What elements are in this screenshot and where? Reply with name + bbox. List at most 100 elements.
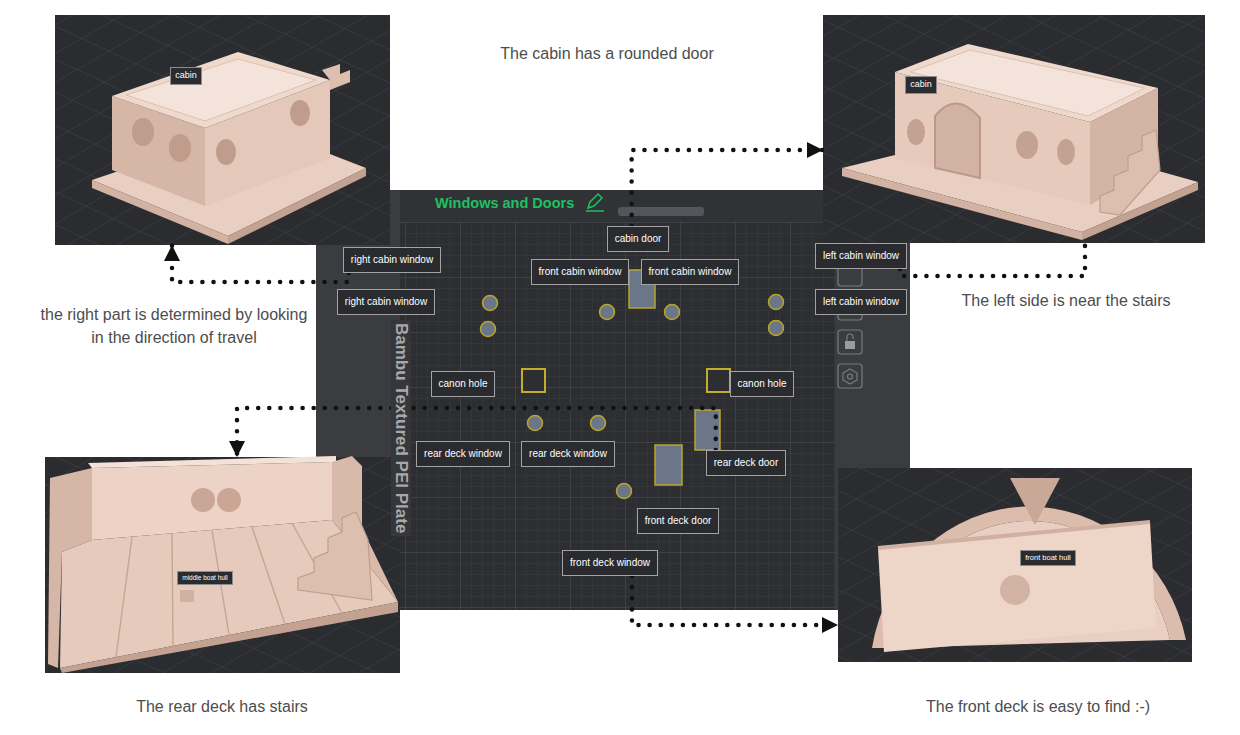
- plate-objects: [655, 445, 682, 485]
- toolbar-icons: [845, 341, 855, 349]
- middle-hull-render: [298, 512, 372, 600]
- dotted-arrow: [900, 243, 1085, 276]
- object-tag: cabin: [170, 67, 202, 84]
- plate-objects: [665, 305, 680, 320]
- part-label: canon hole: [431, 371, 496, 397]
- edit-pencil-icon: [586, 194, 604, 211]
- plate-objects: [769, 321, 784, 336]
- object-tag: front boat hull: [1020, 550, 1075, 565]
- part-label-text: right cabin window: [351, 253, 433, 267]
- part-label: rear deck door: [706, 450, 786, 476]
- cabin-render-front-view: [823, 15, 1205, 243]
- slicer-screenshot: [400, 222, 835, 610]
- middle-hull-render: [116, 537, 132, 657]
- edit-pencil-icon: [586, 194, 604, 211]
- plate-objects: [617, 484, 632, 499]
- toolbar-icons: [843, 369, 857, 384]
- dotted-arrow: [632, 576, 838, 625]
- cabin-render-right-view: [132, 118, 154, 146]
- slicer-screenshot: [316, 190, 910, 610]
- plate-objects: [483, 296, 498, 311]
- cabin-render-right-view: [126, 59, 316, 121]
- caption-note: The rear deck has stairs: [136, 695, 308, 718]
- toolbar-icons: [838, 330, 862, 354]
- front-hull-render: [878, 522, 1156, 652]
- object-tag: cabin: [905, 76, 937, 93]
- cabin-render-right-view: [169, 134, 191, 162]
- plate-objects: [522, 369, 545, 392]
- part-label-text: right cabin window: [345, 295, 427, 309]
- cabin-render-front-view: [1057, 139, 1075, 165]
- cabin-render-right-view: [322, 64, 350, 90]
- plate-screenshot: Windows and DoorsBambu Textured PEI Plat…: [316, 190, 910, 610]
- caption-note: The cabin has a rounded door: [500, 42, 713, 65]
- render-panel: cabin: [55, 15, 390, 245]
- part-label: rear deck window: [521, 441, 615, 467]
- render-panel: middle boat hull: [45, 457, 400, 673]
- connector-group: [172, 150, 1085, 625]
- front-hull-render: [838, 468, 1192, 662]
- cabin-render-front-view: [823, 15, 1205, 243]
- caption-note: The front deck is easy to find :-): [926, 695, 1150, 718]
- part-label: left cabin window: [815, 289, 907, 315]
- cabin-render-front-view: [907, 119, 1075, 165]
- middle-hull-render: [60, 602, 398, 673]
- toolbar-icons: [848, 374, 853, 379]
- cabin-render-right-view: [55, 15, 390, 245]
- dotted-arrow: [632, 150, 823, 226]
- front-hull-render: [878, 522, 1150, 548]
- part-label: right cabin window: [337, 289, 435, 315]
- plate-objects: [522, 369, 730, 392]
- toolbar-icons: [838, 364, 862, 388]
- part-label-text: front cabin window: [649, 265, 732, 279]
- cabin-render-right-view: [55, 15, 390, 245]
- part-label: left cabin window: [815, 243, 907, 269]
- part-label: front cabin window: [641, 259, 740, 285]
- cabin-render-right-view: [216, 139, 236, 165]
- middle-hull-render: [172, 533, 173, 646]
- plate-objects: [481, 322, 496, 337]
- render-panel: front boat hull: [838, 468, 1192, 662]
- middle-hull-render: [191, 488, 215, 512]
- cabin-render-front-view: [907, 119, 925, 145]
- dotted-arrow: [172, 245, 349, 282]
- part-label-text: front deck window: [570, 556, 650, 570]
- part-label: front deck door: [637, 508, 720, 534]
- plate-objects: [591, 416, 606, 431]
- slicer-screenshot: [400, 190, 835, 222]
- cabin-render-right-view: [132, 100, 310, 165]
- slicer-screenshot: [400, 222, 835, 610]
- cabin-render-right-view: [290, 100, 310, 126]
- cabin-render-front-view: [935, 103, 980, 178]
- plate-objects: [769, 295, 784, 310]
- front-hull-render: [1010, 478, 1060, 525]
- toolbar-icons: [838, 262, 862, 388]
- caption-note: the right part is determined by looking …: [34, 303, 314, 349]
- plate-watermark: Bambu Textured PEI Plate: [391, 320, 411, 536]
- part-label: front deck window: [562, 550, 658, 576]
- caption-note: The left side is near the stairs: [962, 289, 1171, 312]
- part-label-text: front deck door: [645, 514, 712, 528]
- part-label-text: rear deck door: [714, 456, 778, 470]
- part-label: canon hole: [730, 371, 795, 397]
- middle-hull-render: [217, 488, 241, 512]
- part-label-text: left cabin window: [823, 295, 899, 309]
- part-label-text: rear deck window: [424, 447, 502, 461]
- cabin-render-front-view: [823, 15, 1205, 243]
- part-label: cabin door: [607, 226, 670, 252]
- front-hull-render: [1000, 575, 1030, 605]
- part-label-text: cabin door: [615, 232, 662, 246]
- middle-hull-render: [252, 527, 285, 624]
- render-panel: cabin: [823, 15, 1205, 243]
- part-label: front cabin window: [531, 259, 630, 285]
- cabin-render-front-view: [1016, 131, 1038, 159]
- cabin-render-right-view: [55, 15, 390, 245]
- plate-objects: [528, 416, 543, 431]
- front-hull-render: [838, 468, 1192, 662]
- part-label-text: canon hole: [439, 377, 488, 391]
- middle-hull-render: [45, 457, 400, 673]
- cabin-render-right-view: [112, 52, 330, 128]
